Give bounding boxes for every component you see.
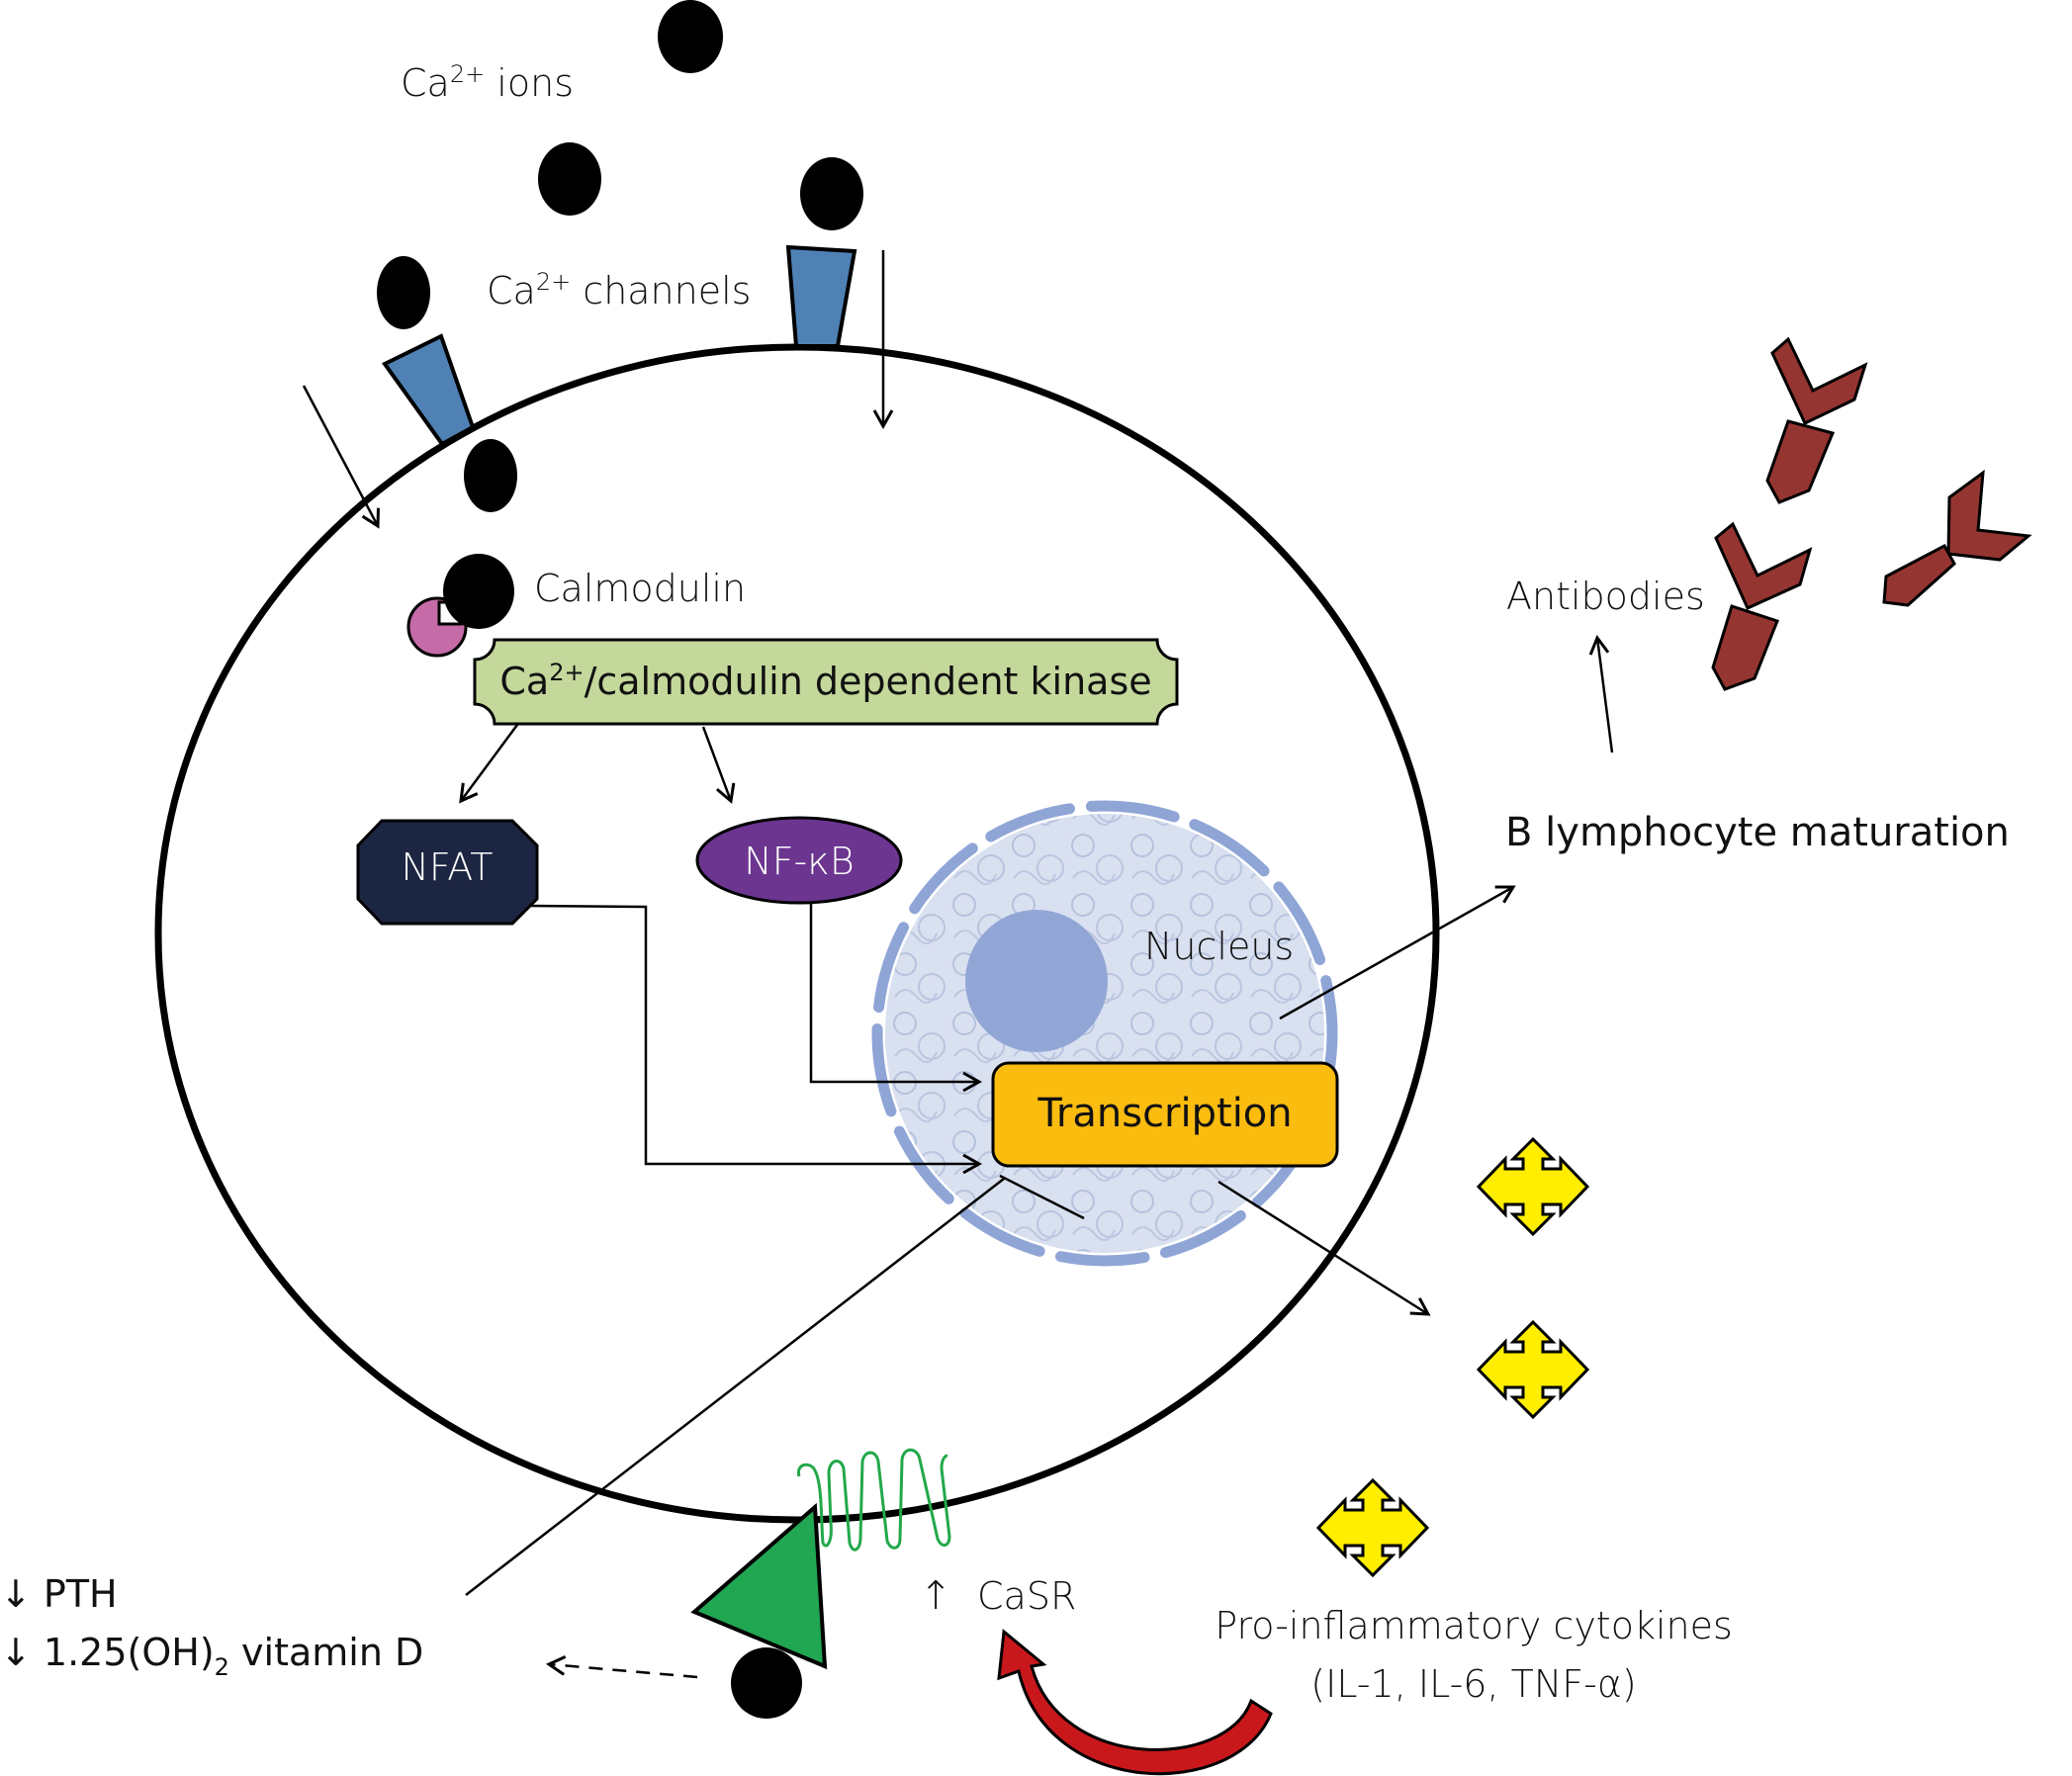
cytokine-icon bbox=[1476, 1319, 1590, 1420]
b-lymphocyte-label: B lymphocyte maturation bbox=[1505, 810, 2010, 855]
calcium-channel-left bbox=[381, 333, 476, 447]
calcium-ions-group bbox=[377, 0, 863, 512]
kinase-label: Ca2+/calmodulin dependent kinase bbox=[499, 659, 1151, 703]
nucleus bbox=[885, 814, 1324, 1253]
calcium-ion-external bbox=[731, 1647, 802, 1719]
pth-label: ↓ PTH bbox=[0, 1572, 118, 1616]
vitamin-d-label: ↓ 1.25(OH)2 vitamin D bbox=[0, 1631, 423, 1681]
transcription-box bbox=[991, 1061, 1339, 1168]
nucleolus bbox=[965, 910, 1108, 1052]
casr-label: CaSR bbox=[977, 1574, 1076, 1618]
ca-entry-arrow-left bbox=[302, 385, 380, 529]
nfkb-node bbox=[695, 816, 903, 905]
calcium-ion bbox=[377, 256, 430, 329]
calmodulin-label: Calmodulin bbox=[534, 567, 746, 610]
cytokine-icon bbox=[1476, 1136, 1590, 1237]
calcium-ion-bound bbox=[443, 554, 514, 629]
calcium-channel-right bbox=[785, 244, 857, 348]
calcium-ion bbox=[658, 0, 723, 73]
nuclear-envelope bbox=[871, 800, 1338, 1267]
kinase-box bbox=[473, 638, 1179, 726]
cytokine-icon bbox=[1315, 1477, 1430, 1578]
red-curved-arrow bbox=[997, 1629, 1273, 1776]
dashed-arrow-to-pth bbox=[545, 1655, 698, 1679]
kinase-to-nfkb-arrow bbox=[701, 726, 736, 804]
nfkb-to-transcription-arrow bbox=[809, 903, 983, 1093]
antibody bbox=[1711, 521, 1813, 691]
transcription-label: Transcription bbox=[1036, 1091, 1292, 1136]
nucleus-label: Nucleus bbox=[1144, 925, 1294, 968]
cytokines-label-line1: Pro-inflammatory cytokines bbox=[1215, 1604, 1733, 1647]
calcium-ion bbox=[538, 142, 601, 216]
antibodies-label: Antibodies bbox=[1506, 575, 1705, 618]
kinase-to-nfat-arrow bbox=[459, 724, 519, 804]
inhibition-line bbox=[465, 1178, 1005, 1596]
nfat-label: NFAT bbox=[401, 845, 493, 889]
casr-receptor-coil bbox=[796, 1448, 951, 1552]
nfat-node bbox=[356, 819, 539, 926]
nfat-to-transcription-arrow bbox=[529, 904, 983, 1175]
ca-ions-label: Ca2+ ions bbox=[401, 60, 574, 105]
ligand-triangle bbox=[690, 1502, 828, 1670]
transcription-to-cytokines-arrow bbox=[1217, 1180, 1431, 1316]
cytokines-group bbox=[1315, 1136, 1590, 1578]
casr-arrow-label: ↑ bbox=[919, 1573, 952, 1619]
calcium-ion bbox=[800, 157, 863, 230]
cytokines-label-line2: (IL-1, IL-6, TNF-α) bbox=[1310, 1662, 1636, 1706]
antibody bbox=[1765, 336, 1868, 504]
calcium-ion bbox=[464, 439, 517, 512]
nfkb-label: NF-κB bbox=[744, 840, 854, 883]
nucleus-to-b-lymphocyte-arrow bbox=[1279, 885, 1516, 1021]
ca-channels-label: Ca2+ channels bbox=[487, 268, 751, 312]
b-lymphocyte-to-antibodies-arrow bbox=[1588, 634, 1614, 754]
antibody bbox=[1882, 469, 2032, 607]
inhibition-bar bbox=[999, 1174, 1085, 1220]
